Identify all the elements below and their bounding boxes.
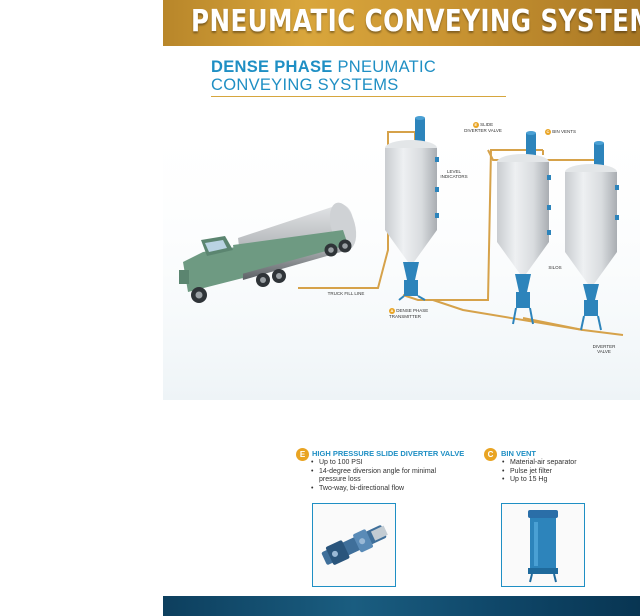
brochure-page: PNEUMATIC CONVEYING SYSTEMS DENSE PHASE …	[163, 0, 640, 616]
conveying-diagram	[163, 110, 640, 400]
label-bin-vents: C BIN VENTS	[545, 129, 577, 135]
section-title-bin-vent: BIN VENT	[501, 449, 537, 458]
silo-3	[565, 141, 619, 331]
bullet: Up to 100 PSI	[311, 459, 451, 468]
silo-2	[497, 131, 551, 325]
bin-vent-image	[528, 510, 558, 583]
heading-line2: CONVEYING SYSTEMS	[211, 76, 399, 94]
badge-a-small: A	[389, 308, 395, 314]
badge-e: E	[296, 448, 309, 461]
section-title-slide-diverter: HIGH PRESSURE SLIDE DIVERTER VALVE	[312, 449, 465, 458]
badge-c: C	[484, 448, 497, 461]
bullet: Up to 15 Hg	[502, 476, 622, 485]
heading-bold: DENSE PHASE	[211, 58, 333, 76]
label-diverter-valve: DIVERTER VALVE	[592, 344, 616, 354]
label-truck-fill-line: TRUCK FILL LINE	[327, 291, 365, 296]
badge-e-small: E	[472, 122, 479, 128]
page-heading: DENSE PHASE PNEUMATIC CONVEYING SYSTEMS	[211, 58, 436, 94]
bullet: Pulse jet filter	[502, 468, 622, 477]
bottom-band	[163, 596, 640, 616]
bullet: Material-air separator	[502, 459, 622, 468]
badge-c-small: C	[545, 129, 551, 135]
heading-rule	[211, 96, 506, 97]
tanker-truck	[179, 202, 357, 303]
bullet: Two-way, bi-directional flow	[311, 485, 451, 494]
section-bullets-bin-vent: Material-air separator Pulse jet filter …	[502, 459, 622, 485]
silo-1	[385, 116, 439, 301]
label-silos: SILOS	[548, 265, 562, 270]
photo-bin-vent	[501, 503, 585, 587]
section-bullets-slide-diverter: Up to 100 PSI 14-degree diversion angle …	[311, 459, 451, 493]
label-dense-phase-transmitter: A DENSE PHASE TRANSMITTER	[389, 308, 429, 319]
label-level-indicators: LEVEL INDICATORS	[440, 169, 468, 179]
banner: PNEUMATIC CONVEYING SYSTEMS	[163, 0, 640, 46]
bullet: 14-degree diversion angle for minimal pr…	[311, 468, 451, 485]
label-slide-diverter-valve: E SLIDE DIVERTER VALVE	[464, 122, 502, 133]
slide-diverter-valve-image	[321, 525, 388, 565]
photo-slide-diverter-valve	[312, 503, 396, 587]
banner-title: PNEUMATIC CONVEYING SYSTEMS	[191, 4, 640, 39]
heading-light: PNEUMATIC	[337, 58, 437, 76]
